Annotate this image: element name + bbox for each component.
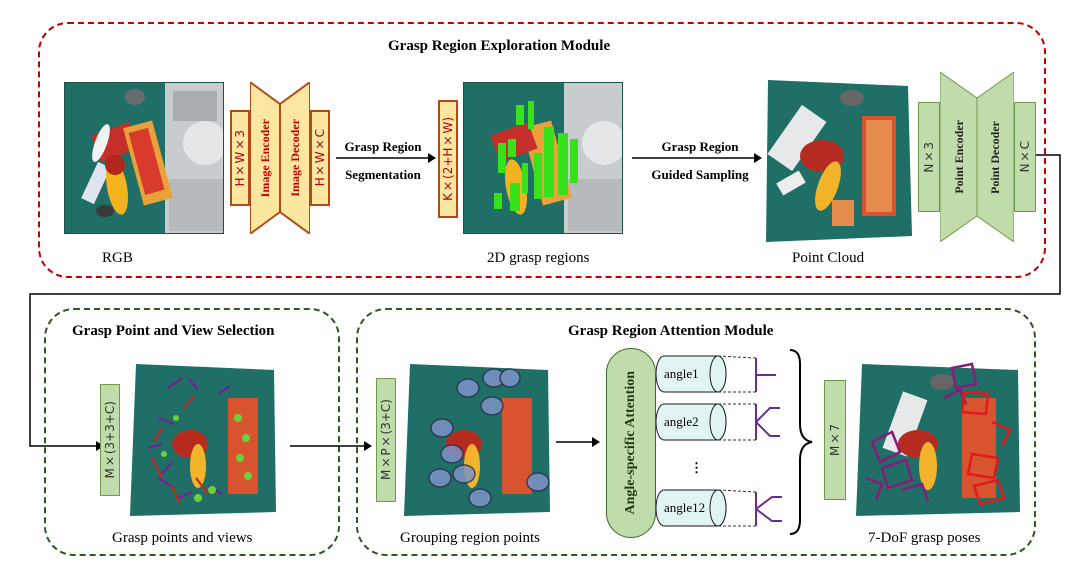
segmentation-arrow (336, 153, 436, 163)
grasp-points-views-image (128, 358, 278, 518)
point-output-tensor: N×C (1014, 102, 1036, 212)
grasp-region-exploration-module (38, 22, 1046, 278)
angle-specific-attention-block: Angle-specific Attention (606, 348, 656, 538)
module2-to-module3-arrow (290, 441, 372, 451)
grasp-region-attention-module (356, 308, 1036, 556)
image-encoder-decoder-shape (250, 82, 310, 234)
image-output-tensor: H×W×C (310, 110, 330, 206)
angle2-label: angle2 (664, 414, 699, 429)
grasp-point-view-selection-module (44, 308, 340, 556)
sampling-label-2: Guided Sampling (651, 167, 749, 182)
point-encoder-decoder-shape (940, 72, 1014, 242)
module1-title: Grasp Region Exploration Module (388, 38, 611, 54)
grasp-poses-image (852, 358, 1022, 518)
module3-input-tensor: M×P×(3+C) (376, 378, 396, 502)
aggregation-brace (789, 349, 813, 535)
region-tensor: K×(2+H×W) (438, 100, 458, 218)
module3-output-caption: 7-DoF grasp poses (868, 530, 981, 546)
sampling-arrow (632, 153, 762, 163)
angle-ellipsis: ⋮ (690, 460, 703, 475)
angle-branches (656, 355, 782, 527)
module2-title: Grasp Point and View Selection (72, 323, 275, 339)
segmentation-label-1: Grasp Region (344, 139, 422, 154)
grouping-region-points-image (402, 358, 552, 518)
module3-title: Grasp Region Attention Module (568, 323, 774, 339)
rgb-image (64, 82, 224, 234)
point-cloud-image (762, 76, 912, 244)
grasp-regions-image (463, 82, 623, 234)
rgb-caption: RGB (102, 250, 133, 266)
grouping-to-attention-arrow (556, 437, 600, 447)
grasp-regions-caption: 2D grasp regions (487, 250, 590, 266)
module3-group-caption: Grouping region points (400, 530, 540, 546)
sampling-label-1: Grasp Region (661, 139, 739, 154)
module2-caption: Grasp points and views (112, 530, 253, 546)
angle12-label: angle12 (664, 500, 706, 515)
module3-output-tensor: M×7 (824, 380, 846, 500)
segmentation-label-2: Segmentation (345, 167, 421, 182)
point-cloud-caption: Point Cloud (792, 250, 865, 266)
module2-tensor: M×(3+3+C) (100, 384, 120, 496)
image-input-tensor: H×W×3 (230, 110, 250, 206)
angle1-label: angle1 (664, 366, 699, 381)
